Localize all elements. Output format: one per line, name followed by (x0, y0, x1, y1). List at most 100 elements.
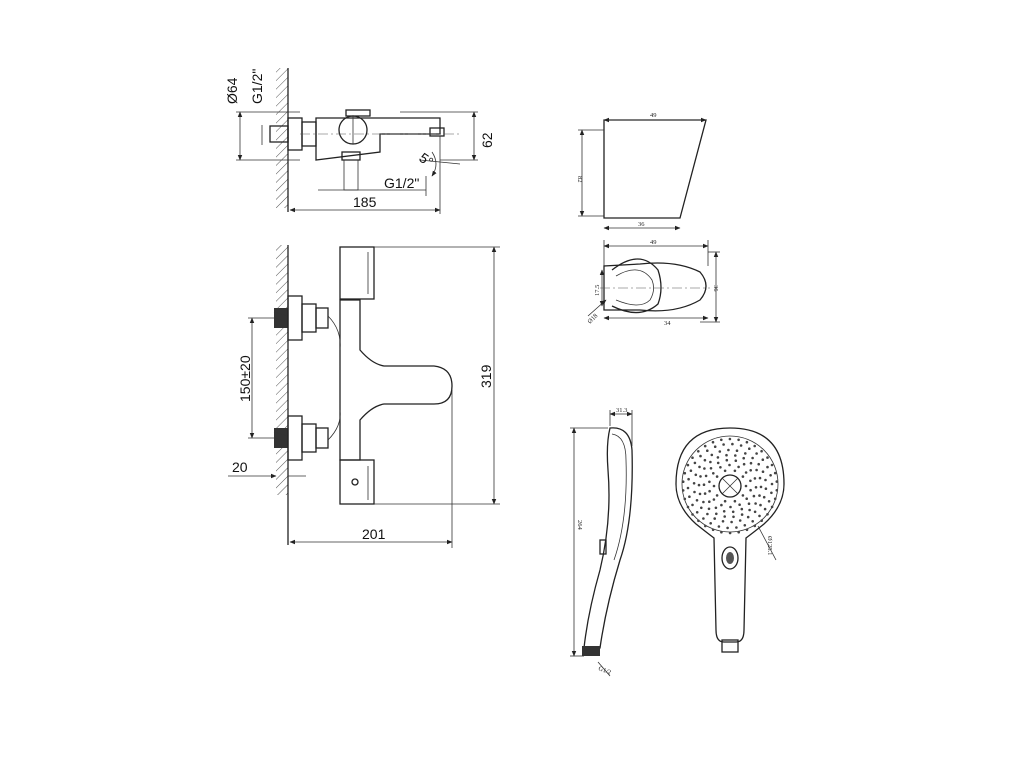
nozzle (733, 499, 737, 503)
nozzle (757, 462, 760, 466)
nozzle (709, 467, 713, 470)
nozzle (734, 459, 738, 463)
nozzle (735, 526, 738, 529)
nozzle (723, 469, 727, 473)
nozzle (725, 458, 729, 462)
nozzle (706, 449, 709, 453)
nozzle (746, 515, 750, 519)
nozzle (738, 519, 742, 522)
nozzle (753, 477, 757, 480)
holder-top-view: 49 36 17.5 Ø18 34 (586, 239, 720, 327)
nozzle (694, 473, 698, 477)
nozzle (722, 510, 726, 513)
nozzle (773, 497, 777, 501)
nozzle (681, 489, 685, 492)
nozzle (749, 479, 752, 483)
nozzle (770, 463, 774, 467)
nozzle (692, 482, 696, 485)
nozzle (703, 492, 707, 495)
nozzle (712, 472, 715, 475)
nozzle (704, 524, 707, 528)
holder-side-view: 49 82 36 (576, 112, 707, 231)
nozzle (770, 491, 773, 495)
wall-hatch-front (276, 245, 288, 495)
nozzle (712, 484, 716, 488)
nozzle (726, 526, 729, 530)
nozzle (704, 474, 708, 478)
nozzle (683, 471, 687, 475)
nozzle (716, 456, 720, 459)
nozzle-pattern (681, 437, 779, 535)
nozzle (741, 494, 745, 497)
nozzle (762, 495, 766, 499)
nozzle (764, 478, 767, 482)
nozzle (748, 447, 751, 451)
nozzle (754, 502, 757, 505)
wall-offset-label: 20 (232, 459, 248, 475)
nozzle (773, 471, 777, 475)
nozzle (711, 440, 715, 444)
outlet-thread-label: G1/2" (384, 175, 419, 191)
nozzle (766, 456, 769, 459)
nozzle (740, 507, 744, 511)
handshower-side-view: 31.3 264 G1/2 (570, 407, 633, 676)
depth-label: 185 (353, 194, 377, 210)
nozzle (708, 500, 711, 504)
nozzle (735, 449, 739, 453)
handshower-front-view: Ø125.1 (675, 427, 785, 653)
nozzle (686, 505, 690, 509)
holder-top-outline (603, 262, 707, 312)
nozzle (715, 475, 719, 478)
nozzle (754, 486, 758, 489)
nozzle (709, 460, 712, 464)
top-view: Ø64 G1/2" 62 5° G1/2" 185 (224, 68, 495, 214)
head-diameter-label: Ø125.1 (766, 536, 773, 555)
nozzle (708, 489, 711, 493)
wall-flange-top (287, 117, 303, 151)
nozzle (742, 456, 745, 460)
nozzle (745, 528, 749, 532)
nozzle (755, 468, 758, 472)
holder-bottom-width-label: 36 (638, 221, 645, 228)
nozzle (720, 503, 723, 507)
nozzle (720, 530, 723, 534)
nozzle (728, 531, 732, 535)
nozzle (744, 484, 748, 488)
nozzle (758, 514, 761, 518)
nozzle (706, 512, 709, 516)
nozzle (730, 520, 733, 524)
head-width-label: 31.3 (616, 407, 627, 414)
holder-slot-label: 17.5 (594, 285, 601, 296)
nozzle (718, 450, 722, 453)
nozzle (697, 483, 701, 487)
inlet-thread-label: G1/2" (249, 69, 265, 104)
nozzle (753, 510, 757, 514)
nozzle (766, 513, 769, 516)
nozzle (713, 517, 716, 520)
nozzle (714, 506, 718, 510)
nozzle (695, 511, 699, 514)
nozzle (749, 469, 752, 472)
nozzle (721, 520, 725, 523)
nozzle (691, 513, 694, 516)
nozzle (693, 461, 697, 465)
nozzle (687, 477, 690, 481)
nozzle (749, 461, 753, 465)
mode-button[interactable] (721, 546, 739, 570)
nozzle (753, 444, 756, 448)
lower-flange (287, 415, 303, 461)
upper-flange (287, 295, 303, 341)
nozzle (753, 524, 757, 528)
nozzle (698, 465, 701, 469)
nozzle (769, 474, 772, 477)
nozzle (738, 503, 741, 507)
nozzle (702, 500, 705, 504)
wall-hatch-top (276, 68, 288, 208)
nozzle (758, 494, 761, 497)
nozzle (775, 480, 779, 483)
handshower-thread (582, 646, 600, 656)
nozzle (729, 505, 732, 509)
nozzle (725, 453, 728, 457)
nozzle (760, 449, 763, 453)
nozzle (745, 497, 748, 501)
